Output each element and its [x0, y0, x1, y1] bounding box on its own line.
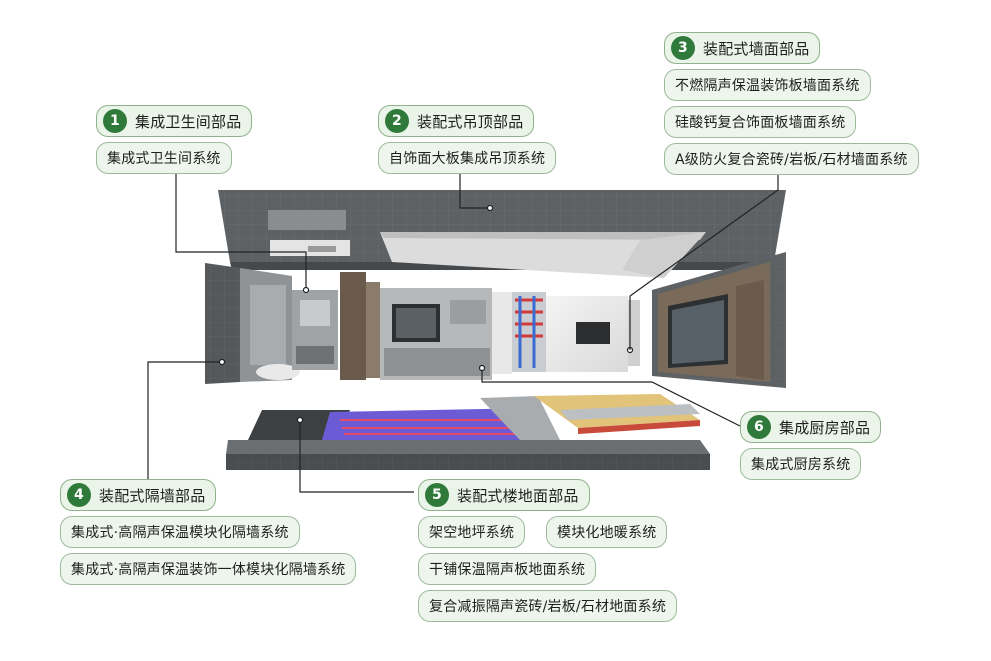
group-4-title-text: 装配式隔墙部品	[99, 486, 206, 505]
group-5-number: 5	[425, 483, 449, 507]
group-4-number: 4	[67, 483, 91, 507]
group-5-title-text: 装配式楼地面部品	[457, 486, 579, 505]
group-5-item-3: 干铺保温隔声板地面系统	[418, 553, 597, 585]
leader-line-6	[481, 368, 741, 427]
floor-slab	[226, 394, 710, 470]
leader-line-2	[459, 172, 490, 209]
group-3-item-1: 不燃隔声保温装饰板墙面系统	[664, 69, 871, 101]
group-3-number: 3	[671, 36, 695, 60]
group-2-title: 2 装配式吊顶部品	[378, 105, 535, 137]
group-4-item-1: 集成式·高隔声保温模块化隔墙系统	[60, 516, 300, 548]
group-6-number: 6	[747, 415, 771, 439]
group-3-item-3: A级防火复合瓷砖/岩板/石材墙面系统	[664, 143, 919, 175]
leader-line-4	[147, 361, 222, 480]
group-5-item-1: 架空地坪系统	[418, 516, 526, 548]
group-3-title: 3 装配式墙面部品	[664, 32, 821, 64]
group-1-title: 1 集成卫生间部品	[96, 105, 253, 137]
ceiling-panel	[268, 210, 706, 278]
group-6-title: 6 集成厨房部品	[740, 411, 882, 443]
group-4-title: 4 装配式隔墙部品	[60, 479, 217, 511]
group-3-item-2: 硅酸钙复合饰面板墙面系统	[664, 106, 857, 138]
pipe-wall	[512, 292, 640, 372]
group-5-item-2: 模块化地暖系统	[546, 516, 668, 548]
group-1-item-1: 集成式卫生间系统	[96, 142, 232, 174]
leader-line-1	[175, 172, 307, 290]
leader-line-3	[629, 170, 779, 297]
group-3-title-text: 装配式墙面部品	[703, 39, 810, 58]
group-5-title: 5 装配式楼地面部品	[418, 479, 590, 511]
leader-lines	[147, 170, 779, 493]
group-2-number: 2	[385, 109, 409, 133]
group-4-item-2: 集成式·高隔声保温装饰一体模块化隔墙系统	[60, 553, 357, 585]
leader-line-5	[299, 420, 414, 493]
bathroom-wall	[205, 263, 338, 384]
group-6-item-1: 集成式厨房系统	[740, 448, 862, 480]
group-5-item-4: 复合减振隔声瓷砖/岩板/石材地面系统	[418, 590, 678, 622]
kitchen-area	[340, 272, 512, 380]
group-1-title-text: 集成卫生间部品	[135, 112, 242, 131]
right-wall	[652, 252, 786, 388]
group-2-item-1: 自饰面大板集成吊顶系统	[378, 142, 557, 174]
group-2-title-text: 装配式吊顶部品	[417, 112, 524, 131]
group-6-title-text: 集成厨房部品	[779, 418, 871, 437]
group-1-number: 1	[103, 109, 127, 133]
